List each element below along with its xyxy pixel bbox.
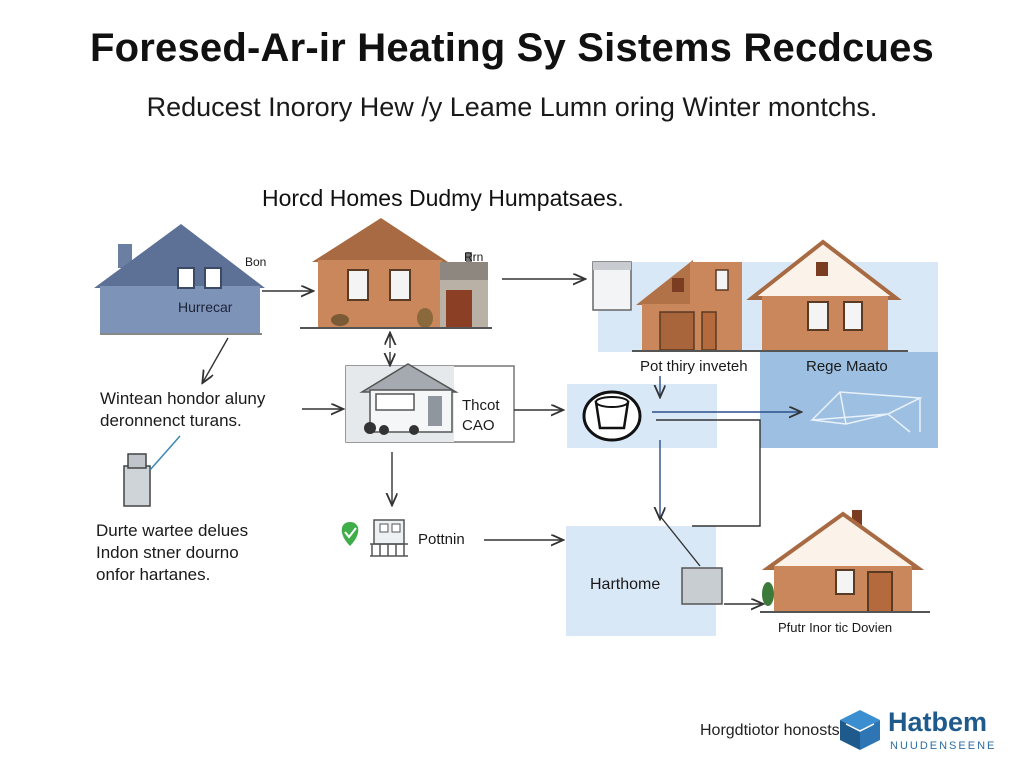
page-subtitle: Reducest Inorory Hew /y Leame Lumn oring… xyxy=(146,92,878,122)
location-marker-icon xyxy=(341,522,359,546)
right-house-icon xyxy=(746,239,902,350)
right-dark-panel xyxy=(760,352,938,448)
center-box-text: Thcot CAO xyxy=(462,396,500,436)
center-lower-label: Pottnin xyxy=(418,531,465,548)
lower-panel-label: Harthome xyxy=(590,576,661,593)
house1-sign-label: Hurrecar xyxy=(178,299,233,315)
furnace-unit-icon xyxy=(592,261,632,311)
right-label-2: Rege Maato xyxy=(806,358,888,375)
duct-network-icon xyxy=(810,391,923,433)
center-box-text-line-1: Thcot xyxy=(462,397,500,414)
duct-return-line xyxy=(656,419,761,527)
blue-house-icon xyxy=(94,224,265,335)
line-to-equipment xyxy=(659,515,701,567)
brand-logo-icon xyxy=(840,710,880,750)
page-title: Foresed-Ar-ir Heating Sy Sistems Recdcue… xyxy=(89,26,935,70)
boiler-pot-icon xyxy=(582,390,642,442)
thermostat-unit-icon xyxy=(123,435,181,507)
section-heading: Horcd Homes Dudmy Humpatsaes. xyxy=(262,185,624,211)
left-text-bottom-line-3: onfor hartanes. xyxy=(96,565,211,584)
small-building-icon xyxy=(370,519,408,557)
flow-arrows xyxy=(203,279,800,604)
left-text-top-line-1: Wintean hondor aluny xyxy=(100,389,266,408)
left-text-bottom: Durte wartee delues Indon stner dourno o… xyxy=(96,520,248,586)
two-story-house-icon xyxy=(632,260,908,352)
left-text-bottom-line-2: Indon stner dourno xyxy=(96,543,239,562)
left-text-top: Wintean hondor aluny deronnenct turans. xyxy=(100,388,265,432)
house1-small-label: Bon xyxy=(245,255,267,269)
brand-name: Hatbem xyxy=(888,707,988,737)
left-text-bottom-line-1: Durte wartee delues xyxy=(96,521,249,540)
footer-credit: Horgdtiotor honosts xyxy=(700,722,840,739)
bottom-right-caption: Pfutr Inor tic Dovien xyxy=(778,620,893,635)
center-box-text-line-2: CAO xyxy=(462,417,495,434)
house2-small-label: Rrn xyxy=(464,250,484,264)
arrow-house1-to-text xyxy=(203,337,229,382)
brand-tagline: NUUDENSEENE xyxy=(890,740,997,752)
equipment-box-icon xyxy=(681,567,723,605)
bottom-right-house-icon xyxy=(760,510,938,636)
orange-house-icon xyxy=(300,218,492,329)
left-text-top-line-2: deronnenct turans. xyxy=(100,411,242,430)
right-label-1: Pot thiry inveteh xyxy=(640,358,748,375)
small-house-box xyxy=(345,363,515,443)
